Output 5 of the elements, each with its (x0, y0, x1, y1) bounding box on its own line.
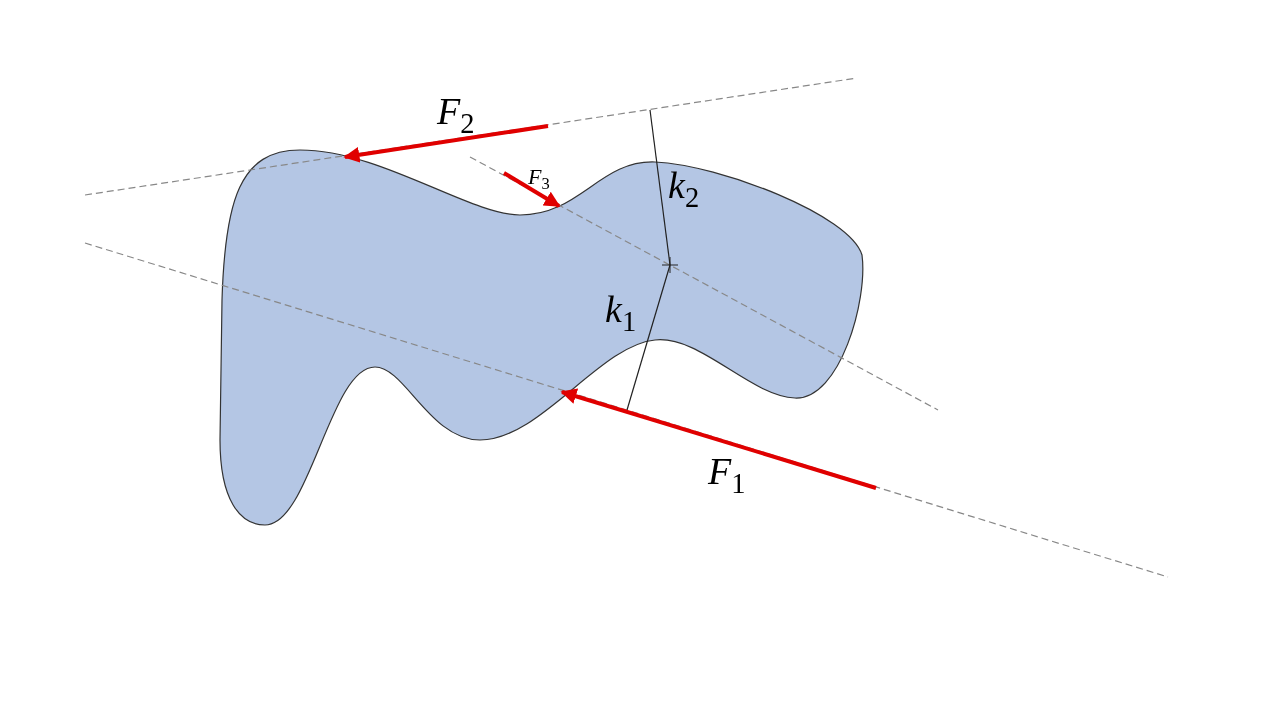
lever-arm-label: k$_{1}$ (605, 290, 637, 337)
lever-arm-label: k$_{2}$ (668, 166, 700, 213)
force-label: F$_{1}$ (708, 452, 746, 499)
force-label: F$_{2}$ (437, 92, 475, 139)
force-label: F$_{3}$ (528, 166, 550, 193)
